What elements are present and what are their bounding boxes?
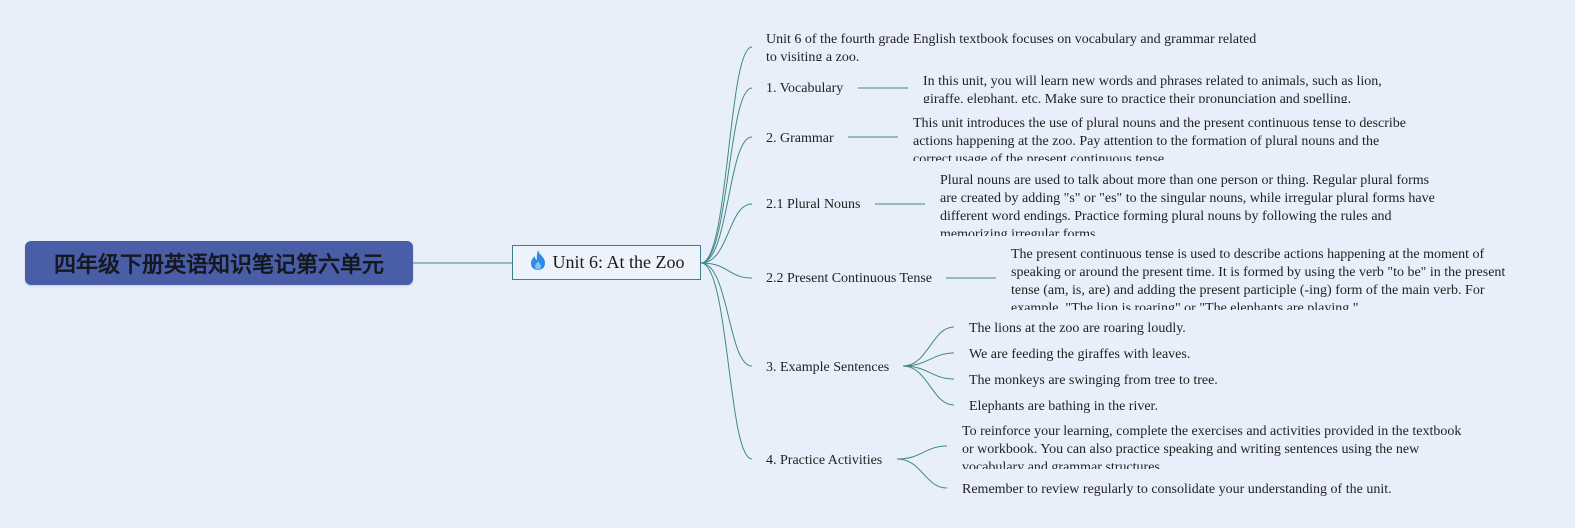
unit-branch-line: [700, 46, 753, 264]
unit-branch-line: [700, 203, 753, 264]
present-continuous-label[interactable]: 2.2 Present Continuous Tense: [766, 271, 932, 286]
grammar-label[interactable]: 2. Grammar: [766, 131, 834, 146]
practice-activity-text[interactable]: Remember to review regularly to consolid…: [962, 482, 1392, 497]
practice-activities-label[interactable]: 4. Practice Activities: [766, 453, 883, 468]
root-title: 四年级下册英语知识笔记第六单元: [53, 253, 384, 278]
intro-text[interactable]: Unit 6 of the fourth grade English textb…: [766, 32, 1257, 61]
example-branch-line: [902, 365, 955, 406]
plural-nouns-text[interactable]: Plural nouns are used to talk about more…: [940, 173, 1435, 236]
practice-branch-line: [896, 458, 948, 489]
unit-branch-line: [700, 262, 753, 367]
example-branch-line: [902, 326, 955, 367]
unit-branch-line: [700, 87, 753, 264]
unit-branch-line: [700, 136, 753, 264]
practice-activity-text[interactable]: To reinforce your learning, complete the…: [962, 424, 1462, 469]
unit-branch-line: [700, 262, 753, 460]
example-branch-line: [902, 365, 955, 380]
vocabulary-text[interactable]: In this unit, you will learn new words a…: [923, 74, 1382, 103]
unit-branch-line: [700, 262, 753, 279]
example-sentence[interactable]: The monkeys are swinging from tree to tr…: [969, 373, 1218, 388]
vocabulary-label[interactable]: 1. Vocabulary: [766, 81, 844, 96]
flame-icon: [529, 249, 547, 276]
example-sentences-label[interactable]: 3. Example Sentences: [766, 360, 890, 375]
unit-title: Unit 6: At the Zoo: [552, 252, 685, 272]
unit-topic[interactable]: Unit 6: At the Zoo: [512, 245, 701, 280]
root-topic[interactable]: 四年级下册英语知识笔记第六单元: [25, 241, 413, 285]
example-sentence[interactable]: Elephants are bathing in the river.: [969, 399, 1158, 414]
grammar-text[interactable]: This unit introduces the use of plural n…: [913, 116, 1407, 161]
example-sentence[interactable]: The lions at the zoo are roaring loudly.: [969, 321, 1186, 336]
present-continuous-text[interactable]: The present continuous tense is used to …: [1011, 247, 1506, 310]
example-branch-line: [902, 352, 955, 367]
plural-nouns-label[interactable]: 2.1 Plural Nouns: [766, 197, 861, 212]
example-sentence[interactable]: We are feeding the giraffes with leaves.: [969, 347, 1191, 362]
practice-branch-line: [896, 445, 948, 460]
